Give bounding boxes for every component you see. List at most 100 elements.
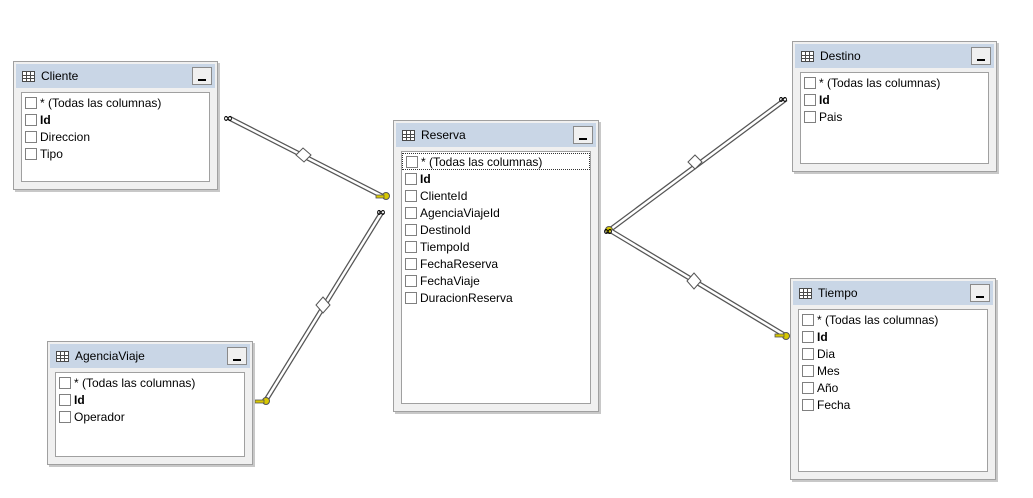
column-label: Id: [420, 171, 431, 186]
relationship-agencia-reserva[interactable]: ∞: [254, 205, 386, 405]
column-row[interactable]: * (Todas las columnas): [402, 153, 590, 170]
column-list: * (Todas las columnas) Id ClienteId Agen…: [401, 151, 591, 404]
column-checkbox[interactable]: [804, 76, 816, 89]
relationship-reserva-destino[interactable]: ∞: [605, 92, 789, 234]
column-label: Fecha: [817, 397, 851, 412]
column-checkbox[interactable]: [25, 130, 37, 143]
column-label: Mes: [817, 363, 840, 378]
column-label: * (Todas las columnas): [817, 312, 939, 327]
minimize-button[interactable]: [192, 67, 212, 85]
table-agenciaviaje[interactable]: AgenciaViaje * (Todas las columnas) Id O…: [47, 341, 253, 465]
column-row[interactable]: ClienteId: [402, 187, 590, 204]
column-label: Dia: [817, 346, 836, 361]
column-checkbox[interactable]: [405, 257, 417, 270]
column-checkbox[interactable]: [59, 376, 71, 389]
column-row[interactable]: TiempoId: [402, 238, 590, 255]
table-title: Tiempo: [818, 286, 858, 300]
column-row[interactable]: FechaViaje: [402, 272, 590, 289]
column-row[interactable]: Mes: [799, 362, 987, 379]
key-icon: [375, 192, 390, 200]
column-row[interactable]: DestinoId: [402, 221, 590, 238]
table-tiempo[interactable]: Tiempo * (Todas las columnas) Id Dia Mes…: [790, 278, 996, 480]
column-checkbox[interactable]: [406, 155, 418, 168]
minimize-button[interactable]: [971, 47, 991, 65]
column-list: * (Todas las columnas) Id Pais: [800, 72, 989, 164]
table-header[interactable]: Tiempo: [793, 281, 993, 305]
column-label: * (Todas las columnas): [819, 75, 941, 90]
column-checkbox[interactable]: [25, 113, 37, 126]
column-row[interactable]: Fecha: [799, 396, 987, 413]
column-label: Id: [74, 392, 85, 407]
column-checkbox[interactable]: [802, 364, 814, 377]
column-row[interactable]: DuracionReserva: [402, 289, 590, 306]
column-checkbox[interactable]: [802, 330, 814, 343]
column-row[interactable]: Id: [56, 391, 244, 408]
column-label: TiempoId: [420, 239, 470, 254]
column-row[interactable]: Direccion: [22, 128, 209, 145]
column-row[interactable]: Pais: [801, 108, 988, 125]
column-checkbox[interactable]: [405, 274, 417, 287]
relationship-reserva-tiempo[interactable]: ∞: [603, 224, 790, 340]
minimize-button[interactable]: [573, 126, 593, 144]
table-title: Destino: [820, 49, 861, 63]
table-cliente[interactable]: Cliente * (Todas las columnas) Id Direcc…: [13, 61, 218, 190]
column-label: FechaReserva: [420, 256, 499, 271]
table-icon: [402, 129, 415, 141]
column-row[interactable]: * (Todas las columnas): [56, 374, 244, 391]
infinity-icon: ∞: [223, 111, 233, 125]
column-checkbox[interactable]: [802, 313, 814, 326]
minimize-button[interactable]: [970, 284, 990, 302]
column-label: ClienteId: [420, 188, 468, 203]
column-label: * (Todas las columnas): [74, 375, 196, 390]
column-checkbox[interactable]: [802, 381, 814, 394]
column-checkbox[interactable]: [802, 347, 814, 360]
column-row[interactable]: * (Todas las columnas): [22, 94, 209, 111]
column-checkbox[interactable]: [405, 240, 417, 253]
column-checkbox[interactable]: [59, 393, 71, 406]
column-row[interactable]: Año: [799, 379, 987, 396]
column-row[interactable]: AgenciaViajeId: [402, 204, 590, 221]
column-checkbox[interactable]: [25, 147, 37, 160]
column-row[interactable]: Dia: [799, 345, 987, 362]
column-checkbox[interactable]: [804, 93, 816, 106]
table-title: AgenciaViaje: [75, 349, 145, 363]
column-row[interactable]: * (Todas las columnas): [799, 311, 987, 328]
table-reserva[interactable]: Reserva * (Todas las columnas) Id Client…: [393, 120, 599, 412]
column-list: * (Todas las columnas) Id Direccion Tipo: [21, 92, 210, 182]
column-checkbox[interactable]: [59, 410, 71, 423]
relationship-cliente-reserva[interactable]: ∞: [223, 111, 390, 200]
column-checkbox[interactable]: [804, 110, 816, 123]
infinity-icon: ∞: [778, 92, 788, 106]
column-list: * (Todas las columnas) Id Operador: [55, 372, 245, 457]
column-row[interactable]: * (Todas las columnas): [801, 74, 988, 91]
table-icon: [22, 70, 35, 82]
column-checkbox[interactable]: [25, 96, 37, 109]
column-checkbox[interactable]: [802, 398, 814, 411]
column-checkbox[interactable]: [405, 206, 417, 219]
table-icon: [801, 50, 814, 62]
column-checkbox[interactable]: [405, 291, 417, 304]
column-label: DuracionReserva: [420, 290, 513, 305]
column-row[interactable]: Id: [801, 91, 988, 108]
column-row[interactable]: FechaReserva: [402, 255, 590, 272]
column-label: Id: [40, 112, 51, 127]
minimize-button[interactable]: [227, 347, 247, 365]
column-row[interactable]: Id: [799, 328, 987, 345]
column-label: Direccion: [40, 129, 91, 144]
table-header[interactable]: Destino: [795, 44, 994, 68]
column-label: Id: [819, 92, 830, 107]
table-destino[interactable]: Destino * (Todas las columnas) Id Pais: [792, 41, 997, 172]
key-icon: [774, 332, 790, 340]
table-header[interactable]: Cliente: [16, 64, 215, 88]
column-checkbox[interactable]: [405, 189, 417, 202]
table-icon: [799, 287, 812, 299]
column-row[interactable]: Operador: [56, 408, 244, 425]
column-checkbox[interactable]: [405, 223, 417, 236]
table-header[interactable]: AgenciaViaje: [50, 344, 250, 368]
table-header[interactable]: Reserva: [396, 123, 596, 147]
column-row[interactable]: Id: [402, 170, 590, 187]
column-row[interactable]: Tipo: [22, 145, 209, 162]
column-row[interactable]: Id: [22, 111, 209, 128]
column-checkbox[interactable]: [405, 172, 417, 185]
